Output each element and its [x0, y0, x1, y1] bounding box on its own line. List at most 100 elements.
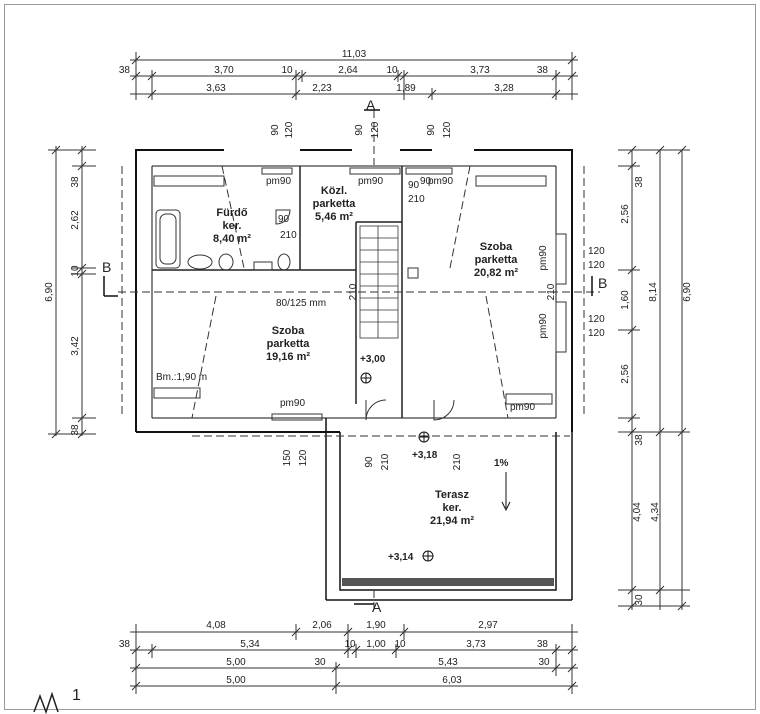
bottom-dimension-chains: [130, 624, 578, 694]
room-label-hallway: Közl. parketta 5,46 m²: [313, 185, 357, 223]
room-name: Közl.: [321, 185, 347, 197]
pm-label: pm90: [428, 176, 453, 187]
exterior-walls: [135, 149, 573, 601]
inner-door-dim: 210: [546, 283, 557, 300]
room-name: Terasz: [435, 489, 470, 501]
inner-door-dim: 90: [408, 180, 420, 191]
inner-door-dim: 210: [280, 230, 297, 241]
dim-right-outer: 6,90: [682, 282, 693, 302]
opening-dim: 210: [452, 453, 463, 470]
pm-label: pm90: [538, 313, 549, 338]
level-terrace-door: +3,18: [412, 450, 438, 461]
inner-door-dim: 90: [278, 214, 290, 225]
dim-overall-width: 11,03: [342, 49, 367, 60]
dim-left-overall: 6,90: [44, 282, 55, 302]
dim-left: 10: [70, 265, 81, 277]
right-dimension-chains: [618, 145, 690, 611]
dim-bottom-row2: 5,34: [240, 639, 260, 650]
room-area: 19,16 m²: [266, 351, 310, 363]
chimney-note: 80/125 mm: [276, 298, 326, 309]
dim-top-row2: 3,28: [494, 83, 514, 94]
inner-door-dim: 210: [348, 283, 359, 300]
staircase: [359, 225, 399, 339]
sheet-mark: 1: [72, 687, 81, 704]
pm-label: pm90: [538, 245, 549, 270]
room-label-bedroom-left: Szoba parketta 19,16 m²: [266, 325, 310, 363]
dim-top-row1: 10: [386, 65, 398, 76]
pm-label: pm90: [358, 176, 383, 187]
room-name: Szoba: [272, 325, 305, 337]
pm-label: pm90: [280, 398, 305, 409]
dim-bottom-row1: 4,08: [206, 620, 226, 631]
opening-dim: 90: [426, 124, 437, 136]
level-markers: [360, 372, 434, 562]
dim-bottom-row2: 3,73: [466, 639, 486, 650]
dim-bottom-row4: 5,00: [226, 675, 246, 686]
room-label-bedroom-right: Szoba parketta 20,82 m²: [474, 241, 518, 279]
windows: [153, 167, 567, 421]
roof-dashed-lines: [118, 110, 600, 612]
dim-right-inner: 1,60: [620, 290, 631, 310]
dim-right-inner: 38: [634, 434, 645, 446]
dim-top-row2: 3,63: [206, 83, 226, 94]
opening-dim: 120: [284, 121, 295, 138]
room-area: 5,46 m²: [315, 211, 353, 223]
parapet-height: Bm.:1,90 m: [156, 372, 207, 383]
dim-bottom-row2: 10: [394, 639, 406, 650]
opening-dim: 120: [588, 246, 605, 257]
dim-right-inner: 2,56: [620, 364, 631, 384]
dim-bottom-row3: 30: [538, 657, 550, 668]
section-markers: [103, 109, 593, 605]
opening-dim: 120: [298, 449, 309, 466]
dim-bottom-row3: 5,00: [226, 657, 246, 668]
room-area: 20,82 m²: [474, 267, 518, 279]
dim-bottom-row2: 10: [344, 639, 356, 650]
room-name: Fürdő: [216, 207, 247, 219]
opening-dim: 150: [282, 449, 293, 466]
dim-top-row1: 3,70: [214, 65, 234, 76]
dim-top-row1: 10: [281, 65, 293, 76]
room-area: 8,40 m²: [213, 233, 251, 245]
dim-bottom-row4: 6,03: [442, 675, 462, 686]
terrace-railing: [342, 578, 554, 586]
level-stair: +3,00: [360, 354, 386, 365]
left-dimension-chains: [48, 145, 96, 439]
dim-bottom-row1: 2,06: [312, 620, 332, 631]
section-a-top: A: [366, 97, 376, 113]
pm-label: 90: [420, 176, 432, 187]
inner-door-dim: 210: [408, 194, 425, 205]
dim-top-row2: 2,23: [312, 83, 332, 94]
dim-bottom-row1: 1,90: [366, 620, 386, 631]
dim-right-extra: 30: [634, 594, 645, 606]
dim-top-row1: 38: [119, 65, 131, 76]
dim-bottom-row3: 30: [314, 657, 326, 668]
dim-top-row1: 38: [537, 65, 549, 76]
dim-right-mid: 4,04: [632, 502, 643, 522]
opening-dim: 120: [588, 314, 605, 325]
opening-dim: 90: [354, 124, 365, 136]
room-floor: ker.: [223, 220, 242, 232]
opening-dim: 120: [588, 328, 605, 339]
room-label-bathroom: Fürdő ker. 8,40 m²: [213, 207, 251, 245]
dim-left: 38: [70, 424, 81, 436]
door-swings: [275, 209, 455, 421]
slope-arrow: [501, 472, 511, 512]
dim-right-outer: 4,34: [650, 502, 661, 522]
dim-bottom-row3: 5,43: [438, 657, 458, 668]
dim-top-row2: 1,89: [396, 83, 416, 94]
dim-bottom-row2: 38: [119, 639, 131, 650]
pm-label: pm90: [266, 176, 291, 187]
opening-dim: 210: [380, 453, 391, 470]
opening-dim: 120: [588, 260, 605, 271]
dim-left: 2,62: [70, 210, 81, 230]
opening-dim: 120: [442, 121, 453, 138]
dim-right-inner: 38: [634, 176, 645, 188]
room-floor: parketta: [313, 198, 357, 210]
pm-label: pm90: [510, 402, 535, 413]
opening-dim: 120: [370, 121, 381, 138]
dim-bottom-row1: 2,97: [478, 620, 498, 631]
bathroom-fixtures: [155, 209, 291, 271]
dim-left: 3,42: [70, 336, 81, 356]
room-label-terrace: Terasz ker. 21,94 m²: [430, 489, 474, 527]
